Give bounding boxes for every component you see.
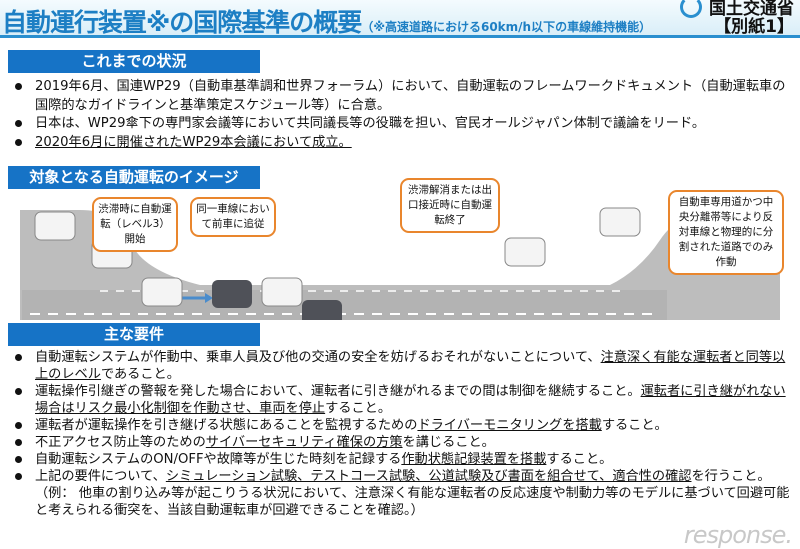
main-road <box>22 290 667 335</box>
section-heading-image: 対象となる自動運転のイメージ <box>8 166 260 189</box>
item-text: 上記の要件について、 <box>35 469 166 484</box>
callout-end: 渋滞解消または出口接近時に自動運転終了 <box>400 178 500 233</box>
item-text: 自動運転システムが作動中、乗車人員及び他の交通の安全を妨げるおそれがないことにつ… <box>35 350 601 365</box>
item-text: を講じること。 <box>402 435 495 450</box>
list-item: 自動運転システムが作動中、乗車人員及び他の交通の安全を妨げるおそれがないことにつ… <box>10 349 790 383</box>
ministry-label: 国土交通省【別紙1】 <box>709 0 794 37</box>
page-title: 自動運行装置※の国際基準の概要（※高速道路における60km/h以下の車線維持機能… <box>2 8 652 37</box>
list-item: 運転操作引継ぎの警報を発した場合において、運転者に引き継がれるまでの間は制御を継… <box>10 383 790 417</box>
dark-car-icon <box>302 300 342 328</box>
item-text: 運転操作引継ぎの警報を発した場合において、運転者に引き継がれるまでの間は制御を継… <box>35 384 641 399</box>
item-text: 運転者が運転操作を引き継げる状態にあることを監視するための <box>35 418 418 433</box>
underlined-text: サイバーセキュリティ確保の方策 <box>205 435 403 450</box>
underlined-text: 運転者に引き継がれない場合はリスク最小化制御を作動させ、車両を停止 <box>35 384 786 416</box>
requirements-list: 自動運転システムが作動中、乗車人員及び他の交通の安全を妨げるおそれがないことにつ… <box>10 349 790 519</box>
item-text: 自動運転システムのON/OFFや故障等が生じた時刻を記録する <box>35 452 402 467</box>
list-item: 不正アクセス防止等のためのサイバーセキュリティ確保の方策を講じること。 <box>10 434 790 451</box>
underlined-text: 作動状態記録装置を搭載 <box>401 452 547 467</box>
arrow-head-icon <box>205 293 213 303</box>
car-icon <box>504 237 546 267</box>
callout-follow: 同一車線において前車に追従 <box>190 197 276 237</box>
callout-condition: 自動車専用道かつ中央分離帯等により反対車線と物理的に分割された道路でのみ作動 <box>668 190 784 275</box>
car-icon <box>599 207 641 237</box>
car-icon <box>34 211 76 241</box>
item-text: 不正アクセス防止等のための <box>35 435 206 450</box>
section-heading-history: これまでの状況 <box>8 50 260 73</box>
car-icon <box>141 277 183 307</box>
list-item: 自動運転システムのON/OFFや故障等が生じた時刻を記録する作動状態記録装置を搭… <box>10 451 790 468</box>
callout-start: 渋滞時に自動運転（レベル3）開始 <box>92 197 178 252</box>
ministry-logo-icon <box>680 0 702 18</box>
underlined-text: ドライバーモニタリングを搭載 <box>417 418 602 433</box>
underlined-text: 注意深く有能な運転者と同等以上のレベル <box>35 350 786 382</box>
list-item: 上記の要件について、シミュレーション試験、テストコース試験、公道試験及び書面を組… <box>10 468 790 485</box>
item-text: すること。 <box>325 401 392 416</box>
underlined-text: 2020年6月に開催されたWP29本会議において成立。 <box>35 134 352 150</box>
list-item: 2019年6月、国連WP29（自動車基準調和世界フォーラム）において、自動運転の… <box>10 78 790 115</box>
item-text: を行うこと。 <box>691 469 771 484</box>
response-watermark: response. <box>683 521 793 549</box>
page-subtitle: （※高速道路における60km/h以下の車線維持機能） <box>361 20 652 34</box>
section-heading-requirements: 主な要件 <box>8 323 260 346</box>
car-icon <box>261 277 303 307</box>
item-text: すること。 <box>601 418 668 433</box>
item-text: 日本は、WP29傘下の専門家会議等において共同議長等の役職を担い、官民オールジャ… <box>35 116 706 131</box>
example-note: （例： 他車の割り込み等が起こりうる状況において、注意深く有能な運転者の反応速度… <box>35 486 790 518</box>
item-text: すること。 <box>546 452 613 467</box>
dark-car-icon <box>212 280 252 308</box>
list-item: 日本は、WP29傘下の専門家会議等において共同議長等の役職を担い、官民オールジャ… <box>10 115 790 134</box>
item-text: 2019年6月、国連WP29（自動車基準調和世界フォーラム）において、自動運転の… <box>35 79 786 113</box>
list-item: 運転者が運転操作を引き継げる状態にあることを監視するためのドライバーモニタリング… <box>10 417 790 434</box>
list-item: 2020年6月に開催されたWP29本会議において成立。 <box>10 134 790 153</box>
title-bar: 自動運行装置※の国際基準の概要（※高速道路における60km/h以下の車線維持機能… <box>0 0 800 38</box>
item-text: であること。 <box>100 367 180 382</box>
history-list: 2019年6月、国連WP29（自動車基準調和世界フォーラム）において、自動運転の… <box>10 78 790 152</box>
annex-label: 【別紙1】 <box>714 17 794 37</box>
underlined-text: シミュレーション試験、テストコース試験、公道試験及び書面を組合せて、適合性の確認 <box>165 469 692 484</box>
